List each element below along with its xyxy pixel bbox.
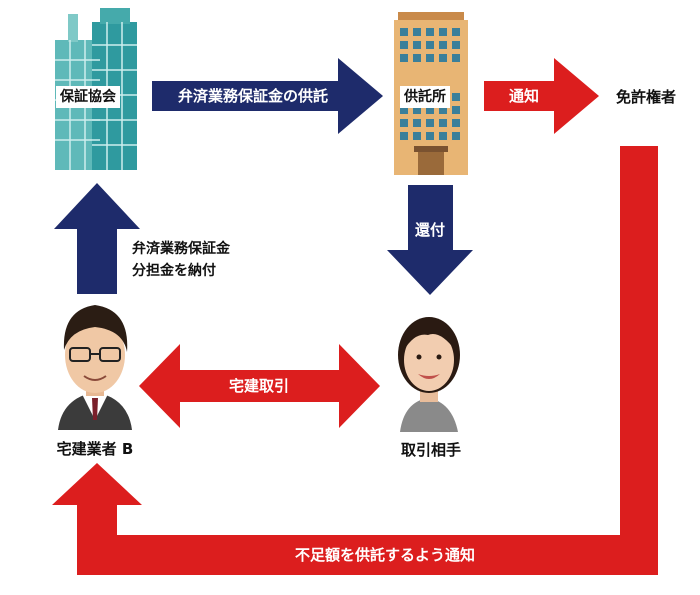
licensor-label: 免許権者 xyxy=(615,88,677,106)
building-window xyxy=(452,106,460,114)
building-window xyxy=(413,54,421,62)
broker-label: 宅建業者 B xyxy=(56,440,134,458)
building-window xyxy=(426,119,434,127)
notify-arrow-label: 通知 xyxy=(508,87,540,105)
building-window xyxy=(452,54,460,62)
building-window xyxy=(426,28,434,36)
payment-note-line2: 分担金を納付 xyxy=(132,263,216,279)
shortfall-arrow xyxy=(52,146,658,575)
building-window xyxy=(452,119,460,127)
building-window xyxy=(426,106,434,114)
building-window xyxy=(413,41,421,49)
building-window xyxy=(400,41,408,49)
transaction-arrow xyxy=(139,344,380,428)
building-window xyxy=(400,28,408,36)
building-window xyxy=(439,54,447,62)
counterparty-avatar xyxy=(398,317,460,432)
payment-note: 弁済業務保証金 分担金を納付 xyxy=(132,238,230,282)
building-window xyxy=(439,28,447,36)
building-window xyxy=(439,132,447,140)
building-window xyxy=(400,54,408,62)
building-window xyxy=(413,119,421,127)
building-window xyxy=(452,41,460,49)
building-window xyxy=(452,28,460,36)
building-window xyxy=(400,119,408,127)
association-label: 保証協会 xyxy=(56,86,120,108)
depository-label: 供託所 xyxy=(400,86,450,108)
refund-arrow-label: 還付 xyxy=(414,221,446,239)
notify-arrow xyxy=(484,58,599,134)
building-window xyxy=(400,106,408,114)
building-window xyxy=(426,132,434,140)
building-window xyxy=(452,93,460,101)
building-window xyxy=(439,41,447,49)
transaction-arrow-label: 宅建取引 xyxy=(228,377,290,395)
payment-note-line1: 弁済業務保証金 xyxy=(132,241,230,257)
building-window xyxy=(400,132,408,140)
building-window xyxy=(439,106,447,114)
building-window xyxy=(426,54,434,62)
building-window xyxy=(413,28,421,36)
building-window xyxy=(452,132,460,140)
building-window xyxy=(426,41,434,49)
payment-arrow xyxy=(54,183,140,294)
deposit-arrow-label: 弁済業務保証金の供託 xyxy=(177,87,329,105)
building-window xyxy=(413,132,421,140)
building-window xyxy=(439,119,447,127)
deposit-arrow xyxy=(152,58,383,134)
counterparty-label: 取引相手 xyxy=(400,441,462,459)
building-window xyxy=(413,106,421,114)
shortfall-arrow-label: 不足額を供託するよう通知 xyxy=(294,546,476,564)
refund-arrow xyxy=(387,185,473,295)
broker-avatar xyxy=(58,305,132,430)
